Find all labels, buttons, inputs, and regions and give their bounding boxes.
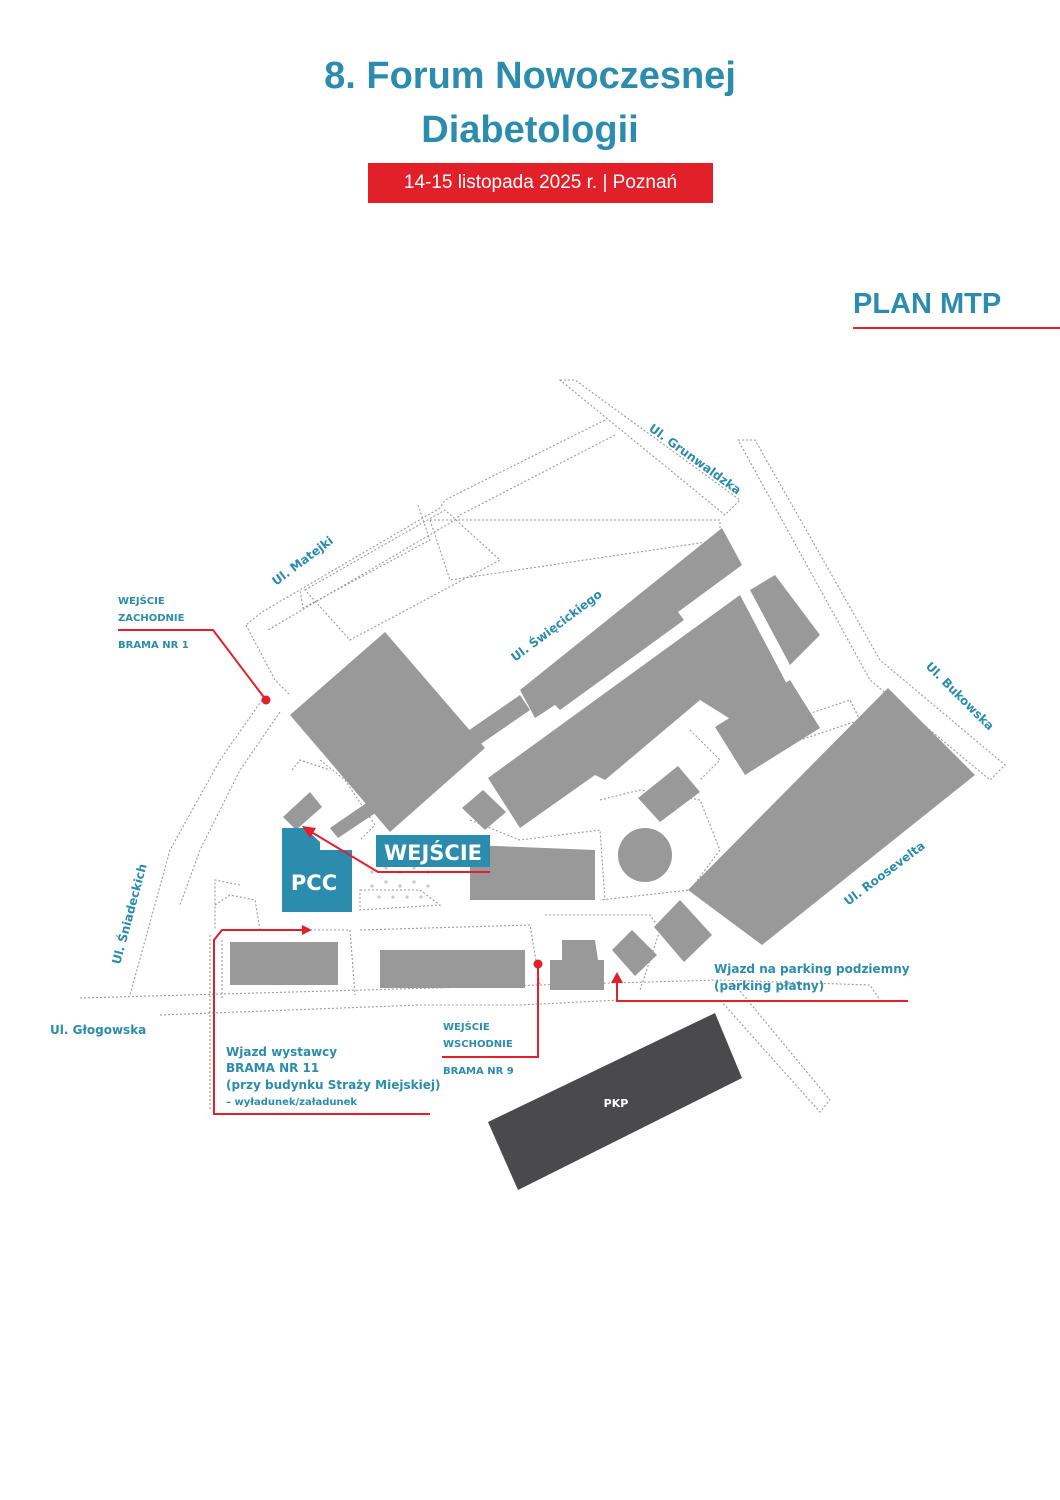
east-gate-label-1: WEJŚCIE (443, 1020, 490, 1033)
street-label-sniadeckich: Ul. Śniadeckich (108, 862, 149, 966)
building-block-west (290, 632, 485, 832)
exhibitor-label-1: Wjazd wystawcy (226, 1045, 337, 1059)
building-small-1 (462, 790, 506, 830)
pkp-label: PKP (604, 1097, 629, 1110)
parking-label-1: Wjazd na parking podziemny (714, 962, 910, 976)
building-pcc-annex (283, 792, 322, 830)
building-hall-center (470, 845, 595, 900)
west-gate-number: BRAMA NR 1 (118, 640, 189, 651)
buildings (230, 528, 975, 990)
entrance-badge (376, 835, 490, 867)
east-gate-label-2: WSCHODNIE (443, 1039, 513, 1050)
date-place-banner: 14-15 listopada 2025 r. | Poznań (368, 163, 713, 203)
west-gate-label-1: WEJŚCIE (118, 594, 165, 607)
street-label-matejki: Ul. Matejki (269, 533, 336, 588)
connector-bridge (330, 795, 386, 838)
east-gate-number: BRAMA NR 9 (443, 1066, 514, 1077)
building-parking-2 (612, 930, 657, 976)
entrance-pointer-line (307, 829, 490, 873)
parking-entrance-line (616, 980, 908, 1002)
exhibitor-arrow-icon (302, 925, 312, 935)
building-east-large (688, 688, 975, 945)
west-gate-marker-icon (261, 695, 271, 705)
street-label-bukowska: Ul. Bukowska (923, 659, 997, 733)
building-pkp (488, 1013, 742, 1190)
east-gate-line (442, 964, 539, 1058)
plan-title: PLAN MTP (853, 288, 1002, 320)
parking-label-2: (parking płatny) (714, 979, 824, 993)
building-connector-north (462, 695, 530, 750)
building-pcc (282, 828, 352, 912)
parking-arrow-icon (611, 972, 623, 983)
building-northeast (750, 575, 820, 665)
building-north-long (520, 528, 742, 718)
road-network (79, 379, 1006, 1113)
building-south-1 (230, 942, 338, 985)
building-parking-1 (654, 900, 712, 962)
west-gate-label-2: ZACHODNIE (118, 613, 185, 624)
building-central-long (488, 595, 790, 828)
building-round-pavilion (618, 828, 672, 882)
exhibitor-gate-line (213, 929, 430, 1115)
plan-title-underline (853, 327, 1060, 329)
street-label-glogowska: Ul. Głogowska (50, 1023, 146, 1037)
building-south-3 (550, 940, 604, 990)
building-middle-east (715, 680, 820, 775)
entrance-label: WEJŚCIE (384, 840, 482, 865)
entrance-arrow-icon (302, 826, 316, 838)
exhibitor-label-4: – wyładunek/załadunek (226, 1097, 357, 1108)
east-gate-marker-icon (533, 959, 543, 969)
event-title-line-2: Diabetologii (421, 109, 639, 151)
exhibitor-label-2: BRAMA NR 11 (226, 1061, 319, 1075)
street-label-grunwaldzka: Ul. Grunwaldzka (646, 421, 744, 497)
building-south-2 (380, 950, 525, 988)
pcc-label: PCC (291, 871, 337, 895)
exhibitor-label-3: (przy budynku Straży Miejskiej) (226, 1078, 440, 1092)
building-small-2 (638, 766, 700, 822)
event-title-line-1: 8. Forum Nowoczesnej (324, 55, 736, 97)
west-gate-line (118, 629, 267, 701)
